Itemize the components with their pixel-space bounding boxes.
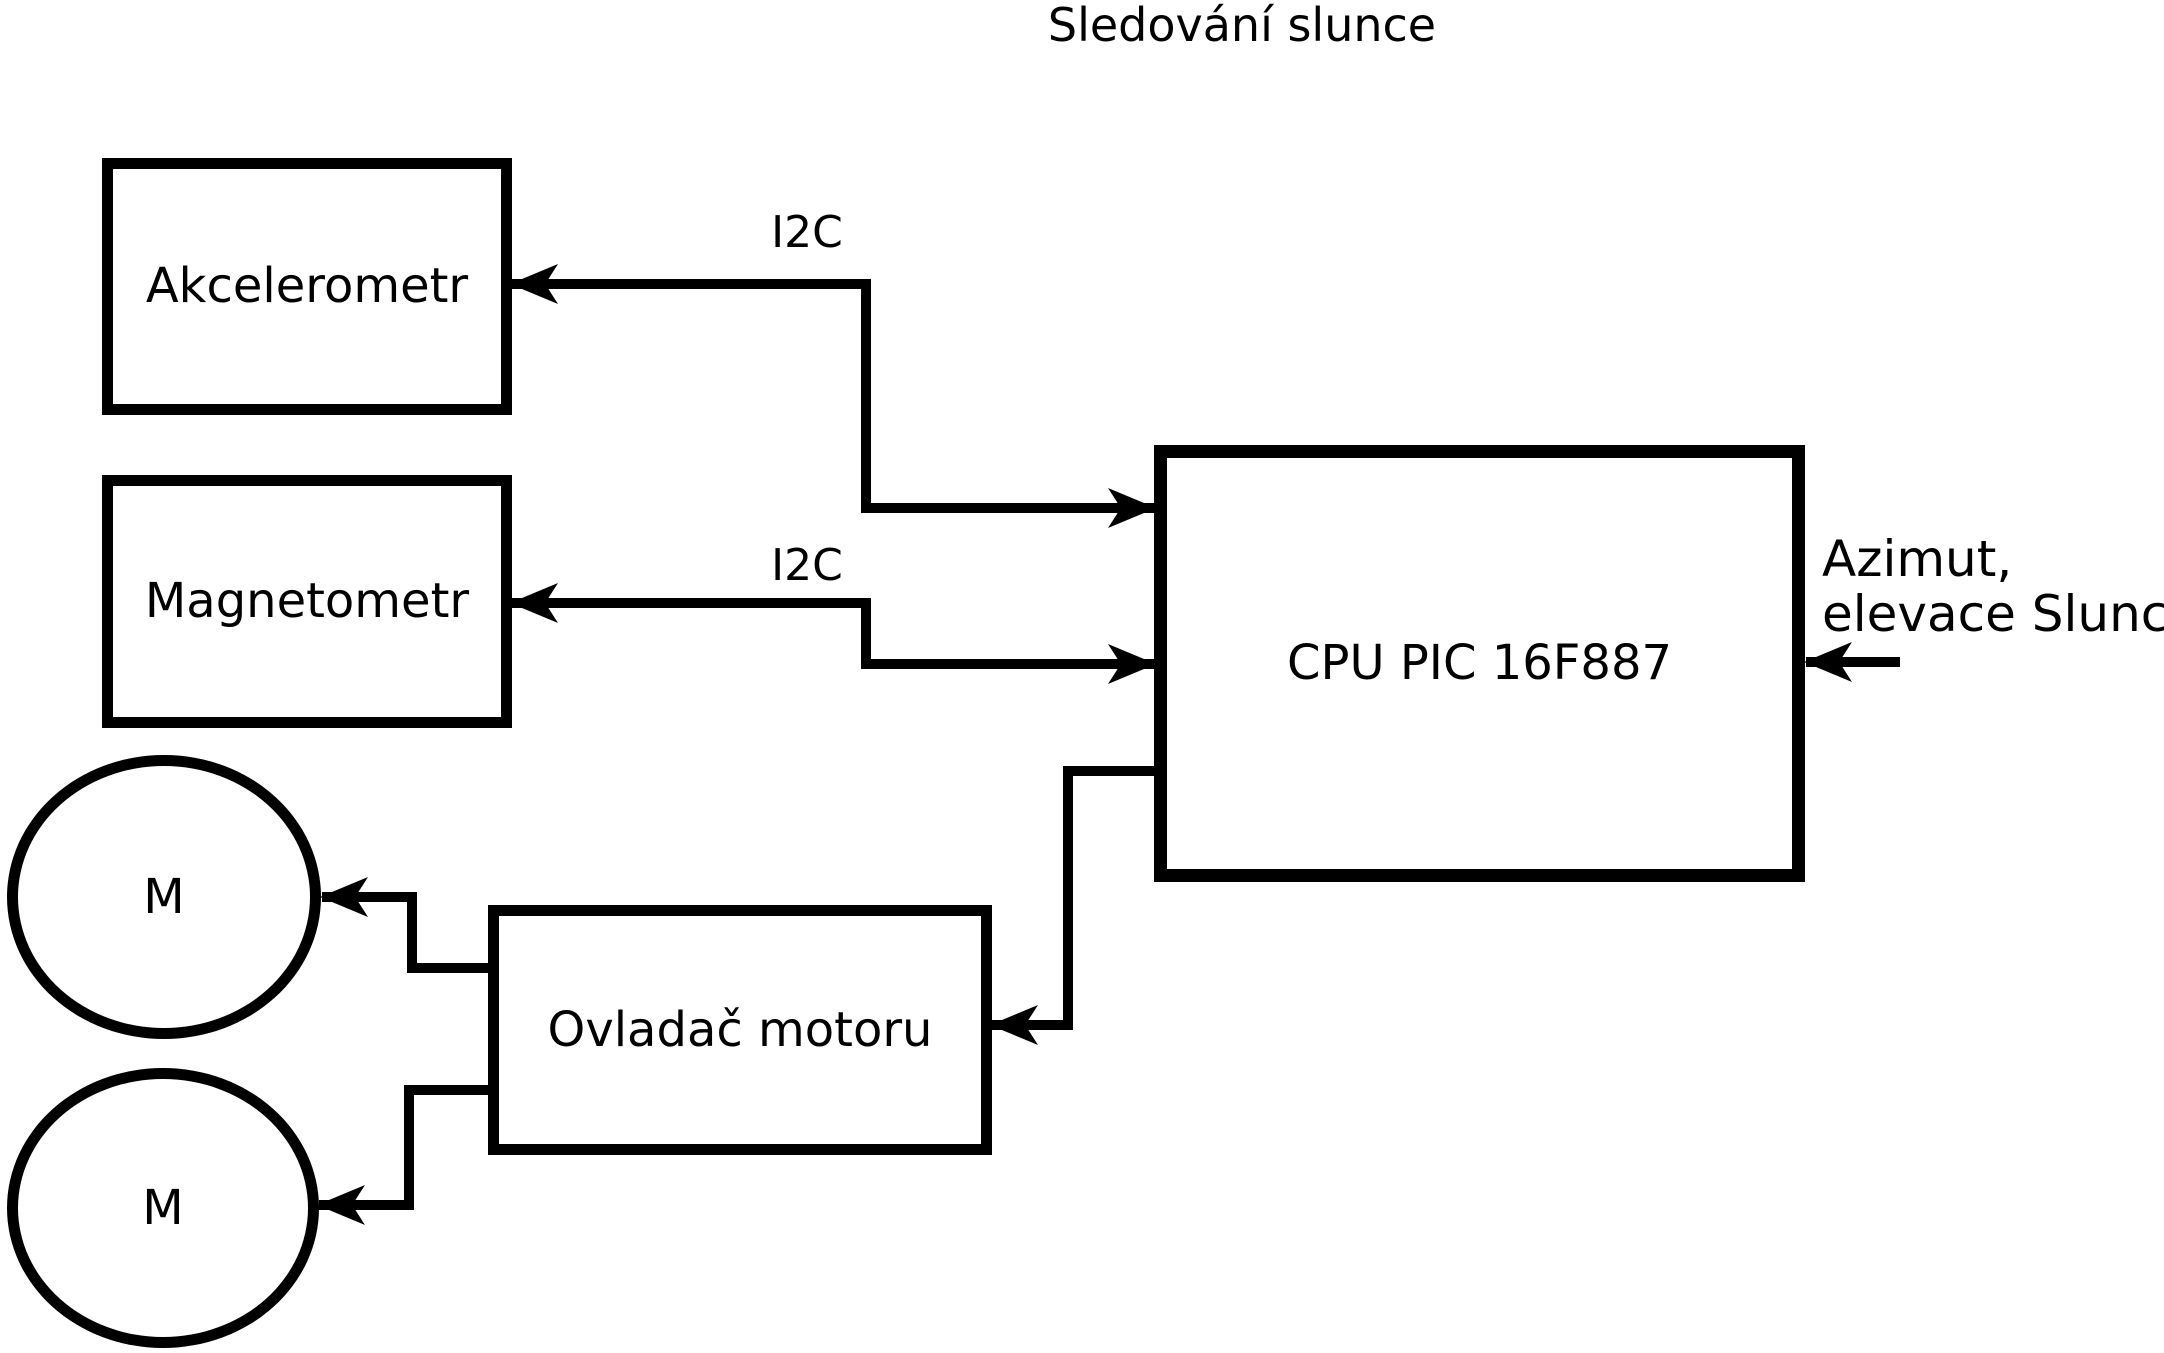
- sun-input-label-line2: elevace Slunce: [1822, 585, 2164, 643]
- block-motor-bottom-label: M: [142, 1179, 184, 1236]
- diagram-title: Sledování slunce: [1047, 0, 1437, 52]
- connector-cpu-motor-driver: [990, 766, 1154, 1045]
- block-motor-driver-label: Ovladač motoru: [547, 1001, 933, 1058]
- block-accelerometer: Akcelerometr: [102, 158, 512, 415]
- connector-magnetometer-i2c: [510, 583, 1156, 684]
- connector-driver-motor-bottom: [317, 1085, 488, 1225]
- sun-input-label-line1: Azimut,: [1822, 530, 2013, 588]
- block-motor-bottom: M: [7, 1068, 319, 1348]
- block-magnetometer-label: Magnetometr: [144, 573, 470, 630]
- connector-driver-motor-top: [320, 877, 488, 973]
- i2c-label-magnetometer: I2C: [771, 540, 843, 591]
- block-magnetometer: Magnetometr: [102, 475, 512, 728]
- block-motor-top-label: M: [143, 868, 185, 925]
- block-cpu-label: CPU PIC 16F887: [1286, 635, 1673, 692]
- sun-input-label: Azimut, elevace Slunce: [1822, 532, 2164, 642]
- block-cpu: CPU PIC 16F887: [1154, 445, 1805, 882]
- block-motor-driver: Ovladač motoru: [488, 905, 992, 1155]
- connector-accelerometer-i2c: [510, 264, 1156, 528]
- i2c-label-accelerometer: I2C: [771, 207, 843, 258]
- block-motor-top: M: [7, 755, 321, 1039]
- block-accelerometer-label: Akcelerometr: [145, 258, 469, 315]
